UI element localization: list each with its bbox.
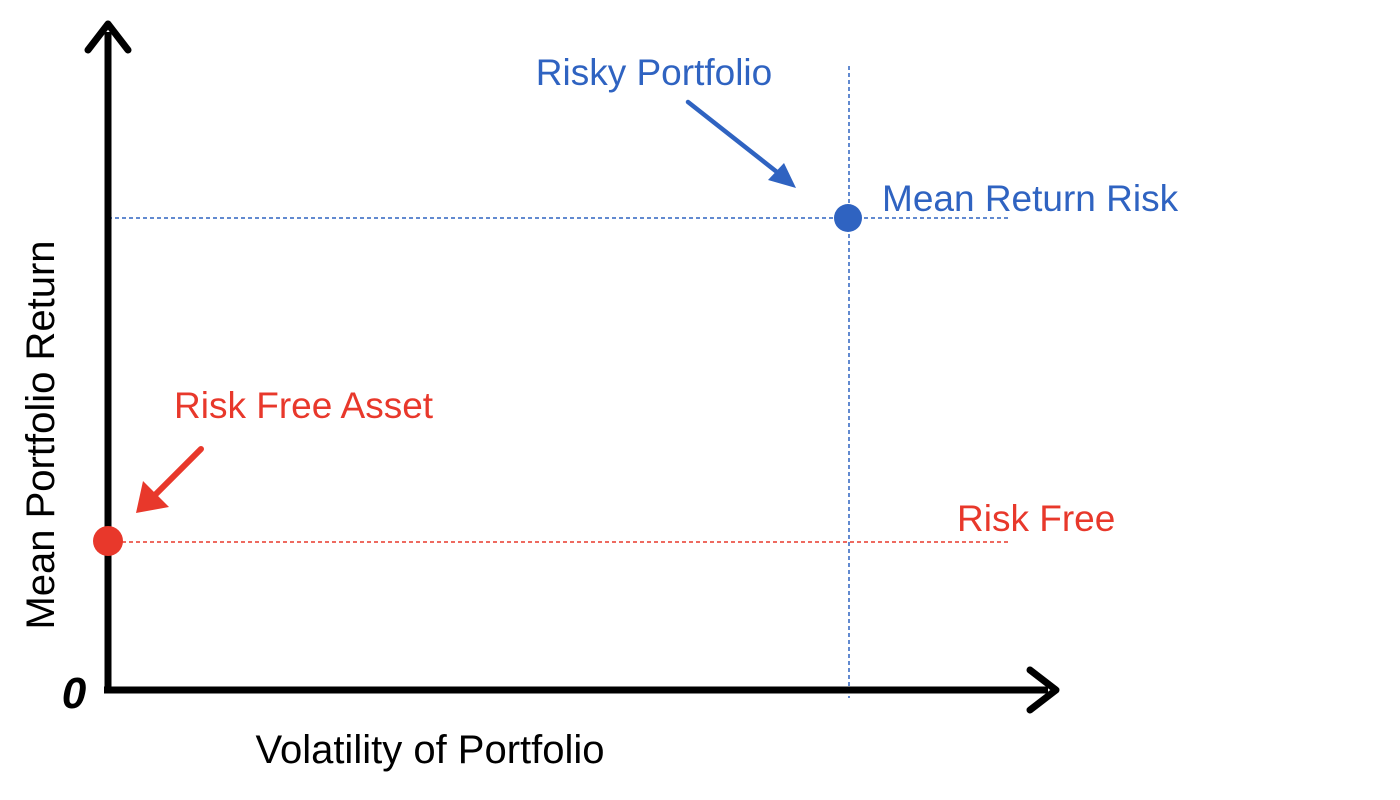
x-axis-label: Volatility of Portfolio [255,728,604,772]
risky-portfolio-point [834,204,862,232]
risky-portfolio-arrow [685,99,796,188]
risky-portfolio-callout: Risky Portfolio [536,52,772,93]
y-axis-arrowhead [84,20,132,54]
origin-label: 0 [62,669,87,718]
y-axis [84,20,132,692]
mean-return-risk-label: Mean Return Risk [882,178,1179,219]
risk-free-asset-point [93,526,123,556]
y-axis-label: Mean Portfolio Return [19,240,63,629]
risk-free-asset-arrow [136,446,204,513]
x-axis [104,666,1060,714]
x-axis-arrowhead [1026,666,1060,714]
risk-free-asset-callout: Risk Free Asset [174,385,434,426]
risk-free-line-label: Risk Free [957,498,1115,539]
